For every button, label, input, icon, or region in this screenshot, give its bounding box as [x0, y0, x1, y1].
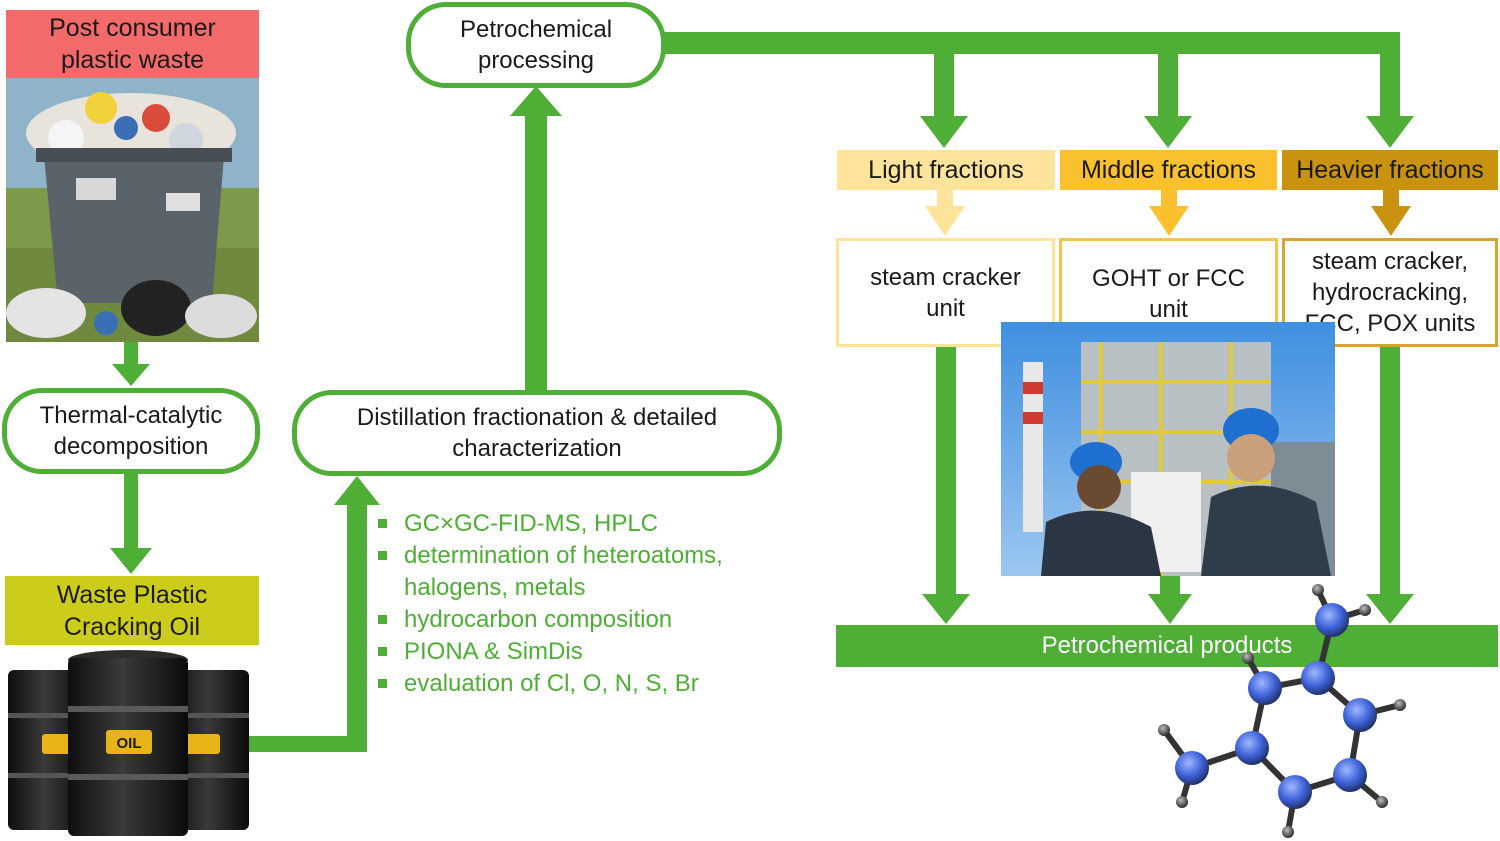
middle-fractions-label: Middle fractions — [1060, 150, 1277, 190]
petrochemical-processing-node: Petrochemical processing — [406, 2, 666, 88]
waste-plastic-oil-label: Waste Plastic Cracking Oil — [5, 576, 259, 645]
refinery-photo — [1001, 322, 1335, 576]
method-item: hydrocarbon composition — [374, 604, 723, 636]
thermal-decomposition-node: Thermal-catalytic decomposition — [2, 388, 260, 474]
distillation-node: Distillation fractionation & detailed ch… — [292, 390, 782, 476]
method-item: PIONA & SimDis — [374, 636, 723, 668]
heavier-fractions-label: Heavier fractions — [1282, 150, 1498, 190]
dumpster-photo — [6, 78, 259, 342]
method-item: determination of heteroatoms, halogens, … — [374, 540, 723, 604]
method-item: evaluation of Cl, O, N, S, Br — [374, 668, 723, 700]
barrel-label: OIL — [117, 735, 142, 752]
petrochemical-products-bar: Petrochemical products — [836, 625, 1498, 667]
post-consumer-label: Post consumer plastic waste — [6, 10, 259, 78]
method-item: GC×GC-FID-MS, HPLC — [374, 508, 723, 540]
molecule-icon — [1158, 584, 1406, 838]
light-fractions-label: Light fractions — [837, 150, 1055, 190]
oil-barrel-icon: OIL — [8, 650, 249, 836]
heavy-units-box: steam cracker, hydrocracking, FCC, POX u… — [1282, 238, 1498, 347]
